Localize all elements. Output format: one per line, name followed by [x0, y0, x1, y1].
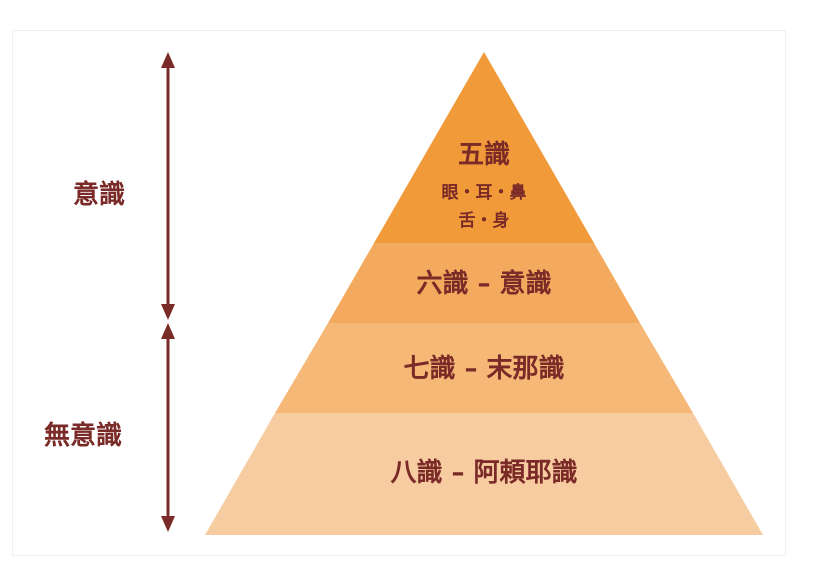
side-label-conscious: 意識: [73, 179, 125, 210]
tier-1-subtitle-line-2: 舌・身: [459, 210, 510, 231]
tier-2-title: 六識 – 意識: [416, 268, 551, 299]
pyramid-tier-1: [374, 52, 594, 243]
side-label-unconscious: 無意識: [44, 420, 122, 451]
tier-1-subtitle-line-1: 眼・耳・鼻: [442, 182, 527, 203]
pyramid-tier-4: [205, 413, 763, 535]
lower-double-arrow: [161, 323, 175, 532]
pyramid-tier-2: [328, 243, 640, 323]
tier-3-title: 七識 – 末那識: [403, 354, 564, 384]
tier-1-title: 五識: [458, 140, 510, 170]
pyramid-tier-3: [275, 323, 693, 413]
upper-double-arrow: [161, 52, 175, 320]
tier-4-title: 八識 – 阿頼耶識: [390, 458, 577, 488]
